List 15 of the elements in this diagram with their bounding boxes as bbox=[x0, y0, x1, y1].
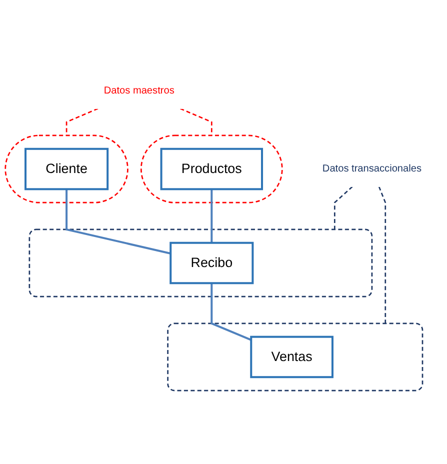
connector bbox=[66, 108, 98, 136]
connector bbox=[180, 108, 212, 136]
node-text: Datos maestros bbox=[104, 84, 174, 96]
node-box: Ventas bbox=[250, 336, 334, 378]
connector bbox=[210, 189, 213, 243]
cluster bbox=[28, 228, 373, 298]
connector bbox=[66, 189, 171, 255]
connector bbox=[378, 186, 386, 324]
node-text: Datos transaccionales bbox=[322, 162, 422, 174]
node-box: Cliente bbox=[24, 148, 109, 190]
node-box: Productos bbox=[160, 148, 264, 190]
connector bbox=[334, 186, 353, 230]
cluster bbox=[167, 322, 424, 392]
node-box: Recibo bbox=[170, 242, 254, 284]
connector bbox=[210, 283, 252, 341]
